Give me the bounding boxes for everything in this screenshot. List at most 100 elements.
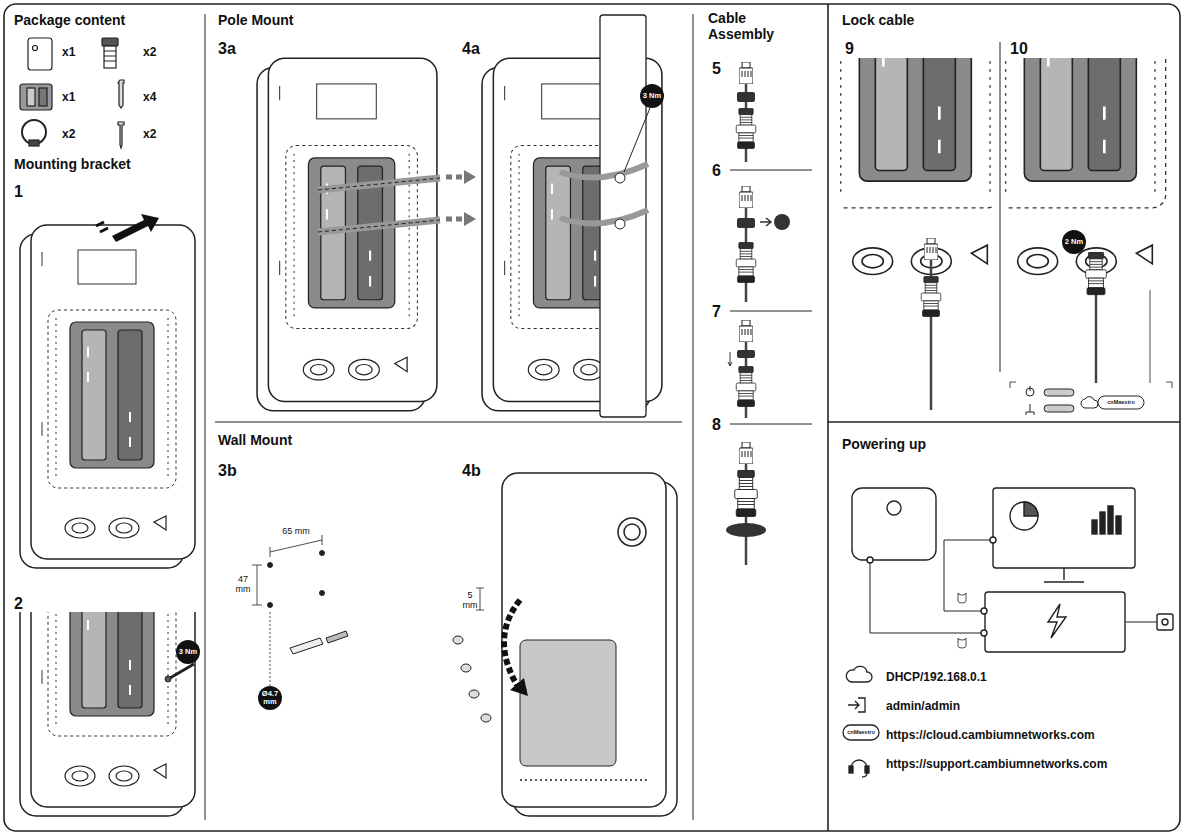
section-heading: Pole Mount: [218, 12, 518, 28]
seal-ring: [737, 350, 755, 358]
cable: [1095, 290, 1098, 383]
rj45-plug: [924, 238, 938, 260]
section-heading: Package content: [14, 12, 199, 28]
clamp-screw: [615, 173, 625, 183]
step-number: 3b: [218, 462, 258, 480]
unit-back: [840, 58, 995, 300]
info-text: https://cloud.cambiumnetworks.com: [886, 728, 1166, 742]
section-panel: Package content: [14, 12, 199, 147]
strap-edge: [318, 178, 440, 232]
logo-text: cnMaestro: [843, 729, 879, 736]
unit-back: [257, 58, 437, 411]
step-number: 4a: [462, 40, 502, 58]
hang-arrow: [504, 600, 520, 690]
quantity-label: x2: [62, 127, 86, 141]
step-number: 8: [712, 416, 732, 434]
quantity-label: x2: [143, 127, 167, 141]
cable-gland: [735, 470, 758, 517]
cable-gland: [921, 276, 941, 316]
step-number: 10: [1010, 40, 1040, 58]
move-arrow: [760, 218, 771, 226]
cable-gland: [1086, 252, 1107, 295]
leader-line: [1150, 290, 1151, 383]
torque-callout: 2 Nm: [1062, 230, 1086, 254]
step-number: 1: [14, 183, 44, 201]
step-10-illustration: [958, 0, 1184, 415]
info-text: admin/admin: [886, 699, 1166, 713]
rj45-plug: [739, 62, 753, 84]
step-number: 4b: [462, 462, 502, 480]
step-number: 3a: [218, 40, 258, 58]
powering-up-illustration: [852, 488, 1173, 652]
info-text: https://support.cambiumnetworks.com: [886, 757, 1166, 771]
slide-arrow: [112, 214, 159, 242]
torque-callout: 3 Nm: [176, 640, 200, 664]
cable-gland: [736, 242, 756, 282]
quantity-label: x1: [62, 45, 86, 59]
leader-line: [624, 108, 650, 172]
step-number: 7: [712, 303, 732, 321]
unit-back: [20, 225, 195, 568]
step-3b-illustration: [252, 535, 348, 686]
frames: [4, 4, 1180, 831]
section-heading: Powering up: [842, 436, 1142, 452]
clamp-screw: [615, 219, 625, 229]
unit-front: [502, 473, 677, 816]
section-panel: Pole Mount: [218, 12, 683, 417]
quantity-label: x2: [143, 45, 167, 59]
section-panel: Wall Mount: [218, 432, 683, 822]
strap-arrow-stripes: [446, 177, 462, 219]
rj45-plug: [739, 320, 753, 342]
section-heading: Mounting bracket: [14, 156, 199, 172]
dimension-label: 47 mm: [232, 574, 254, 594]
section-panel: Powering up: [842, 436, 1172, 821]
base-washer: [726, 523, 766, 537]
torque-callout: 3 Nm: [640, 84, 664, 108]
unit-back: [1005, 58, 1172, 300]
step-2-illustration: [20, 473, 195, 816]
move-arrow: [728, 352, 732, 366]
quantity-label: x4: [143, 90, 167, 104]
step-1-illustration: [20, 214, 195, 568]
grommet: [774, 214, 790, 230]
seal-ring: [737, 92, 755, 102]
quantity-label: x1: [62, 90, 86, 104]
dimension-line: [476, 588, 484, 610]
strap: [318, 178, 440, 232]
dimension-label: 65 mm: [274, 526, 318, 536]
dimension-label: 5 mm: [462, 590, 478, 610]
led-panel: [1010, 382, 1172, 415]
hang-arrowhead: [510, 678, 528, 696]
step-number: 2: [14, 595, 44, 613]
screw-head: [165, 676, 171, 682]
section-panel: Lock cable: [842, 12, 1172, 417]
logo-text: cnMaestro: [1098, 399, 1144, 406]
step-4b-illustration: [453, 473, 677, 816]
rj45-plug: [739, 442, 753, 464]
info-text: DHCP/192.168.0.1: [886, 670, 1166, 684]
cable-gland: [736, 366, 756, 406]
unit-back: [20, 612, 195, 816]
rj45-plug: [739, 186, 753, 208]
torque-callout: Ø4.7 mm: [258, 686, 282, 710]
pole-clamp: [560, 164, 648, 223]
mounting-bracket: [520, 640, 616, 766]
strap-arrowhead: [464, 170, 476, 226]
wall-screws: [453, 636, 491, 722]
step-number: 5: [712, 60, 732, 78]
info-icons: [843, 666, 879, 777]
step-9-illustration: [793, 0, 1026, 410]
seal-ring: [737, 218, 755, 228]
section-panel: Cable Assembly: [708, 10, 820, 570]
step-number: 9: [845, 40, 875, 58]
screw: [170, 664, 194, 678]
step-3a-illustration: [257, 58, 476, 411]
section-heading: Wall Mount: [218, 432, 518, 448]
step-4a-illustration: [482, 15, 662, 417]
section-panel: Mounting bracket: [14, 156, 199, 821]
section-heading: Cable Assembly: [708, 10, 783, 42]
section-heading: Lock cable: [842, 12, 1142, 28]
